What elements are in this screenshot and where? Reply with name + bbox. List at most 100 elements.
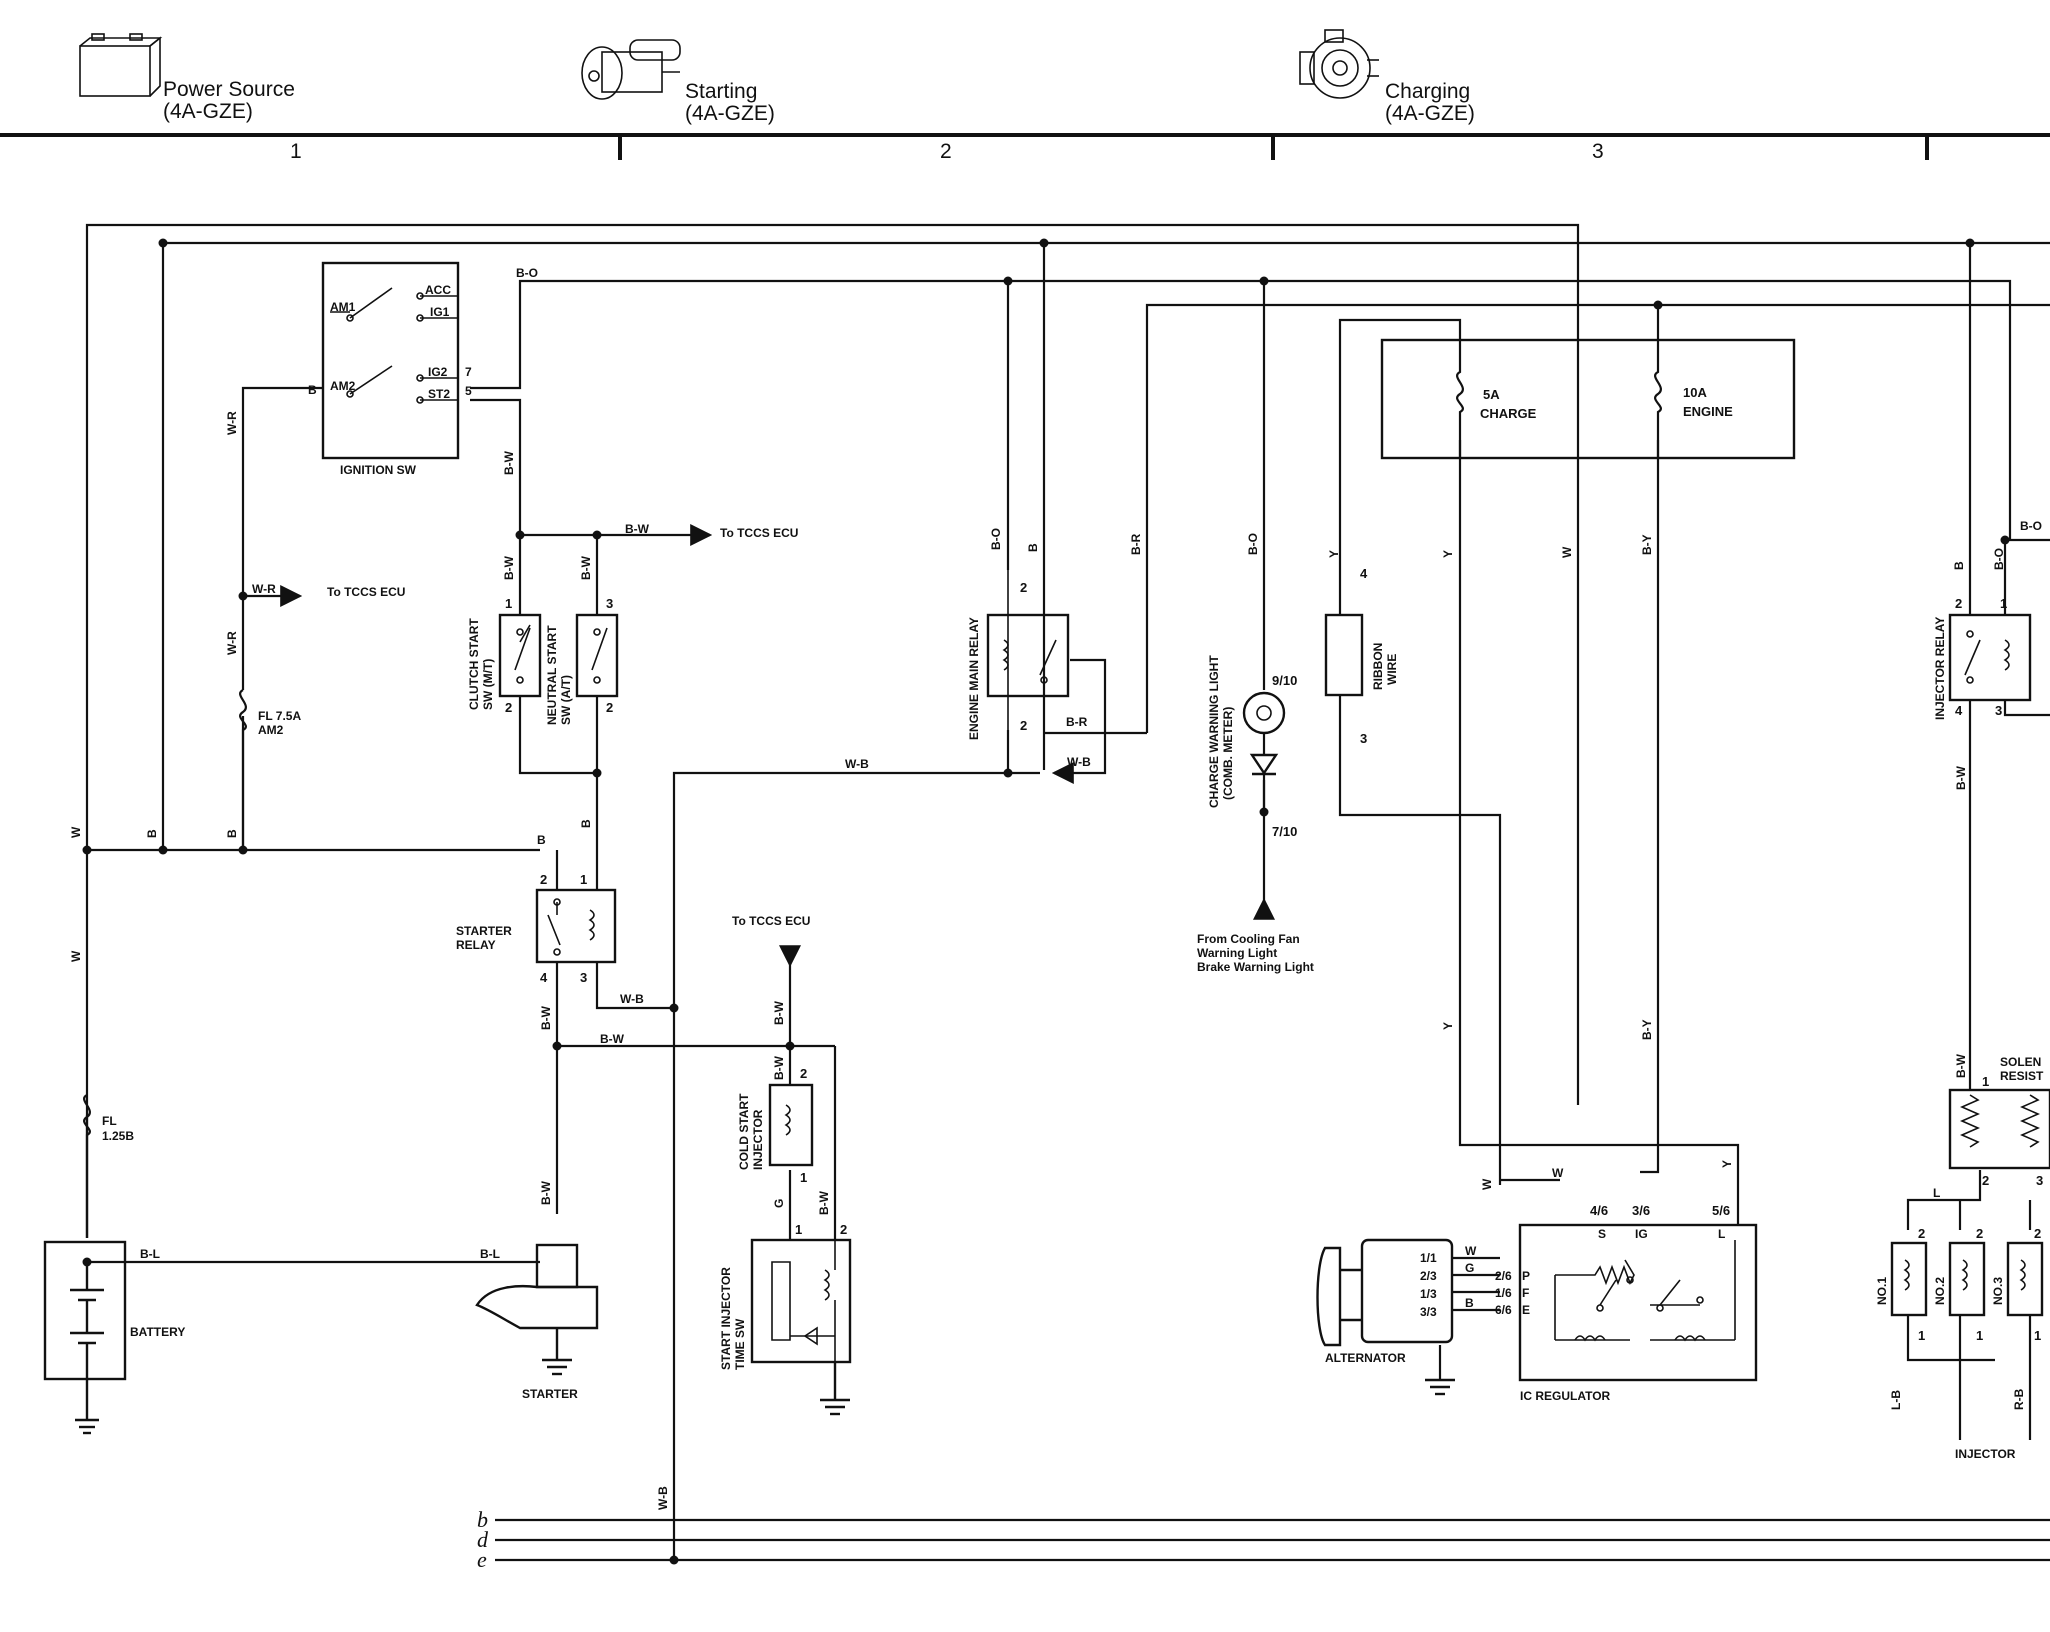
alt-letter-b: B [1465, 1296, 1474, 1310]
csi-l1: COLD START [737, 1093, 751, 1170]
wl-y-3: Y [1441, 1022, 1455, 1030]
ig-am2-label: AM2 [330, 379, 356, 393]
inj-pin-2b: 2 [1976, 1226, 1983, 1241]
inj-pin-2a: 2 [1918, 1226, 1925, 1241]
wl-b-4: B [537, 833, 546, 847]
icr-pin-66: 6/6 [1495, 1303, 1512, 1317]
engine-main-relay: 2 2 ENGINE MAIN RELAY [967, 570, 1070, 740]
wl-bl-1: B-L [140, 1247, 160, 1261]
dest-tccs-2: To TCCS ECU [327, 585, 405, 599]
ignition-sw-name: IGNITION SW [340, 463, 417, 477]
cs-l2: SW (M/T) [481, 659, 495, 710]
wl-y-4: Y [1720, 1160, 1734, 1168]
icr-pin-36: 3/6 [1632, 1203, 1650, 1218]
wl-bw-2: B-W [625, 522, 650, 536]
icr-fp: P [1522, 1269, 1530, 1283]
neutral-start-switch: 3 2 NEUTRAL START SW (A/T) [545, 596, 619, 725]
wl-y-2: Y [1441, 550, 1455, 558]
cs-pin-1: 1 [505, 596, 512, 611]
ir-pin-3: 3 [1995, 703, 2002, 718]
sit-l2: TIME SW [733, 1318, 747, 1370]
dest-tccs-1: To TCCS ECU [720, 526, 798, 540]
sr-pin-4: 4 [540, 970, 548, 985]
wl-l: L [1933, 1186, 1940, 1200]
fuse-fl-am2: FL 7.5A AM2 [239, 689, 301, 850]
wl-wb-1: W-B [845, 757, 869, 771]
clutch-start-switch: 1 2 CLUTCH START SW (M/T) [467, 596, 542, 715]
inj-no3: NO.3 [1991, 1277, 2005, 1305]
cs-pin-2: 2 [505, 700, 512, 715]
rw-l2: WIRE [1385, 654, 1399, 685]
bus-label-e: e [477, 1547, 487, 1572]
fuse-block: 5A CHARGE 10A ENGINE [1380, 338, 1796, 460]
ig-acc-label: ACC [425, 283, 451, 297]
inj-pin-1a: 1 [1918, 1328, 1925, 1343]
icr-s: S [1598, 1227, 1606, 1241]
wl-wr-3: W-R [225, 631, 239, 655]
icr-pin-16: 1/6 [1495, 1286, 1512, 1300]
alternator-label: ALTERNATOR [1325, 1351, 1406, 1365]
ns-l1: NEUTRAL START [545, 625, 559, 725]
inj-pin-1b: 1 [1976, 1328, 1983, 1343]
cwl-l2: (COMB. METER) [1221, 707, 1235, 800]
cwl-pin-7: 7/10 [1272, 824, 1297, 839]
emr-pin-2b: 2 [1020, 718, 1027, 733]
starter-motor-icon [581, 39, 681, 100]
alt-pin-2: 2/3 [1420, 1269, 1437, 1283]
ir-pin-4: 4 [1955, 703, 1963, 718]
wl-bw-4: B-W [579, 555, 593, 580]
sr-l1: STARTER [456, 924, 512, 938]
wl-wr-1: W-R [225, 411, 239, 435]
fuse-charge-amp: 5A [1483, 387, 1500, 402]
ig-am1-label: AM1 [330, 300, 356, 314]
sit-l1: START INJECTOR [719, 1267, 733, 1370]
injector-relay: 2 1 4 3 INJECTOR RELAY [1933, 596, 2032, 720]
ig-ig2-label: IG2 [428, 365, 448, 379]
wl-wb-2: W-B [1067, 755, 1091, 769]
wl-b-3: B [225, 829, 239, 838]
alt-pin-4: 3/3 [1420, 1305, 1437, 1319]
wl-bw-6: B-W [600, 1032, 625, 1046]
ignition-switch: AM1 AM2 ACC IG1 IG2 ST2 B 7 5 IGNITION S… [308, 261, 472, 477]
fl-main-l1: FL [102, 1114, 117, 1128]
alt-letter-g: G [1465, 1261, 1474, 1275]
fuse-fl-main: FL 1.25B [83, 1094, 134, 1238]
sr-pin-2: 2 [540, 872, 547, 887]
ig-st2-label: ST2 [428, 387, 450, 401]
inj-pin-1c: 1 [2034, 1328, 2041, 1343]
wl-bo-3: B-O [1992, 548, 2006, 570]
wire-labels: B-O W-R W-R W-R B-W B-W B-W B-W B-W B-W … [69, 266, 2042, 1510]
fl-am2-l2: AM2 [258, 723, 284, 737]
inj-no1: NO.1 [1875, 1277, 1889, 1305]
dest-tccs-3: To TCCS ECU [732, 914, 810, 928]
fuse-charge-name: CHARGE [1480, 406, 1537, 421]
csi-pin-2: 2 [800, 1066, 807, 1081]
sol-pin-3: 3 [2036, 1173, 2043, 1188]
fuse-engine-amp: 10A [1683, 385, 1707, 400]
injectors: 2 2 2 1 1 1 NO.1 NO.2 NO.3 INJECTOR [1875, 1226, 2044, 1461]
wl-bw-10: B-W [817, 1190, 831, 1215]
fuse-engine-name: ENGINE [1683, 404, 1733, 419]
sr-pin-1: 1 [580, 872, 587, 887]
fl-am2-l1: FL 7.5A [258, 709, 301, 723]
wl-b-6: B [1952, 561, 1966, 570]
wl-wr-2: W-R [252, 582, 276, 596]
section-num-3: 3 [1592, 140, 1604, 163]
wl-bl-2: B-L [480, 1247, 500, 1261]
ribbon-wire: 4 3 RIBBON WIRE [1324, 566, 1399, 746]
ic-regulator-label: IC REGULATOR [1520, 1389, 1611, 1403]
ig-pin-7: 7 [465, 365, 472, 379]
icr-pin-46: 4/6 [1590, 1203, 1608, 1218]
section-sub-power: (4A-GZE) [163, 100, 253, 123]
icr-pin-56: 5/6 [1712, 1203, 1730, 1218]
ns-pin-3: 3 [606, 596, 613, 611]
wl-g: G [772, 1199, 786, 1208]
wl-w-5: W [1552, 1166, 1564, 1180]
rw-pin-4: 4 [1360, 566, 1368, 581]
alternator-icon [1299, 29, 1379, 99]
wl-bw-9: B-W [772, 1055, 786, 1080]
bus-label-b: b [477, 1507, 488, 1532]
wl-wb-3: W-B [620, 992, 644, 1006]
from-note-2: Warning Light [1197, 946, 1277, 960]
wl-w-2: W [69, 950, 83, 962]
